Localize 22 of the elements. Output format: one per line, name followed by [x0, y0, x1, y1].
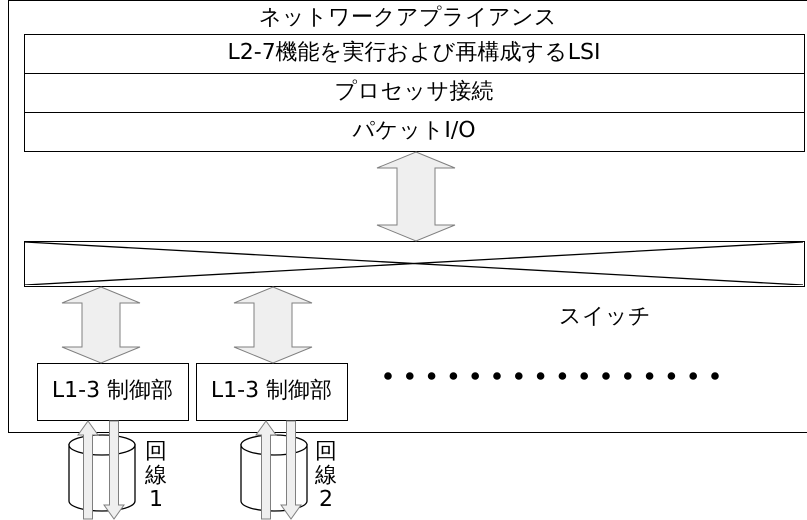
double-arrow: [234, 286, 312, 364]
switch-label: スイッチ: [558, 304, 652, 330]
arrow: [77, 420, 99, 520]
line-label: 回線1: [145, 440, 167, 513]
packet-io-layer-box: [24, 112, 804, 152]
layer-label: パケットI/O: [352, 118, 476, 145]
control-unit-box: [36, 362, 188, 420]
arrow: [255, 420, 277, 520]
layer-label: L1-3 制御部: [210, 378, 332, 405]
double-arrow: [376, 151, 456, 242]
appliance-title: ネットワークアプライアンス: [259, 5, 557, 32]
line-label: 回線2: [315, 440, 337, 513]
arrow: [280, 420, 302, 520]
switch-box: [24, 240, 804, 286]
arrow: [103, 420, 125, 520]
layer-label: L1-3 制御部: [52, 378, 174, 405]
double-arrow: [62, 286, 140, 364]
layer-label: L2-7機能を実行および再構成するLSI: [228, 40, 600, 67]
processor-layer-box: [24, 72, 804, 112]
layer-label: プロセッサ接続: [334, 79, 494, 106]
lsi-layer-box: [24, 34, 804, 74]
control-unit-box: [196, 362, 348, 420]
